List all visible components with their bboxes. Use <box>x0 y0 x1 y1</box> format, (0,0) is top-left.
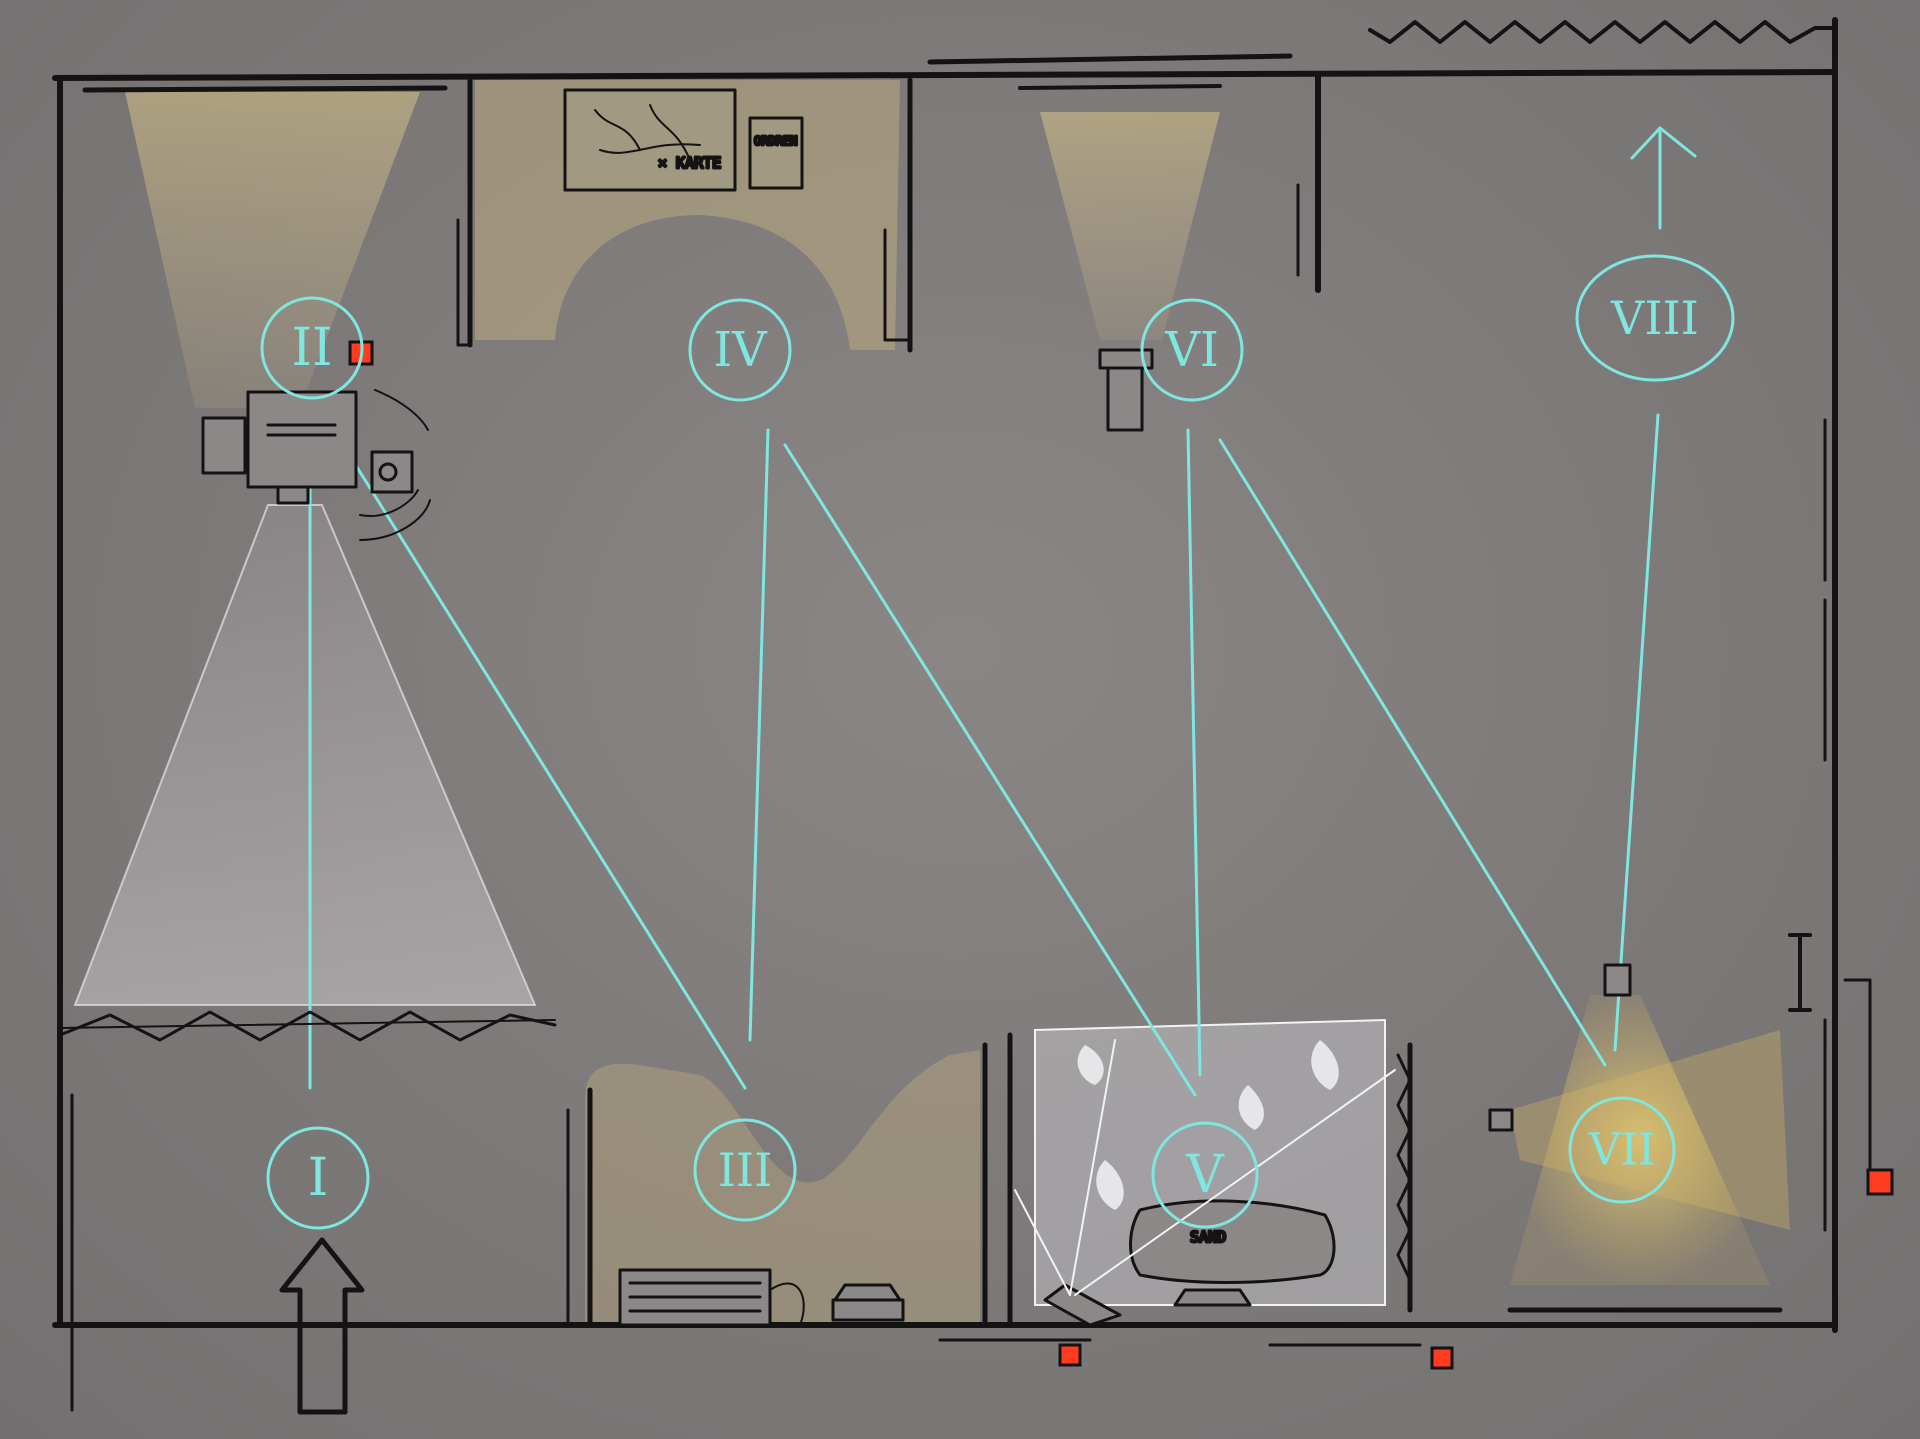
sand-smoke-3 <box>1096 1160 1124 1210</box>
station-circle <box>688 298 792 402</box>
connection-ii-iii <box>338 438 747 1090</box>
red-light-icon <box>1058 1343 1082 1367</box>
lamps-room-vii <box>1488 933 1812 1132</box>
telephone-base <box>831 1298 905 1322</box>
station-circle <box>1151 1121 1259 1229</box>
wall-ceiling-left <box>82 85 448 93</box>
sound-wave-1 <box>374 389 429 431</box>
station-ii: II <box>260 296 364 400</box>
speaker-cone <box>378 462 398 482</box>
telephone <box>1173 1288 1252 1307</box>
station-label: II <box>291 318 332 378</box>
zigzag-curtain <box>58 1010 557 1042</box>
connection-iii-iv <box>748 428 770 1042</box>
telephone <box>833 1283 902 1302</box>
warm-light-burst-room-vii <box>1510 995 1770 1285</box>
light-cones <box>73 80 1790 1325</box>
station-label: VII <box>1588 1125 1656 1176</box>
props: × KARTE ORDREN <box>201 88 1812 1415</box>
projector-room-ii <box>246 389 431 541</box>
station-iv: IV <box>688 298 792 402</box>
red-light-icon <box>1866 1168 1894 1196</box>
partition-iv-right-door <box>883 228 912 342</box>
partition-v-right-zigzag <box>1396 1053 1412 1282</box>
connection-v-vi <box>1186 428 1202 1077</box>
station-i: I <box>266 1126 370 1230</box>
walls <box>52 17 1872 1412</box>
side-lamp <box>1488 1108 1514 1132</box>
sand-label: SAND <box>1190 1228 1226 1246</box>
station-viii: VIII <box>1575 254 1735 382</box>
projector-lens <box>276 485 310 505</box>
warm-light-cone-room-vi <box>1040 112 1220 340</box>
cold-light-cone-room-i <box>73 504 537 1006</box>
speaker-box <box>370 450 414 494</box>
warm-light-fill-room-iii <box>585 1050 980 1325</box>
station-circle <box>693 1118 797 1222</box>
partition-iv-left-door <box>456 218 472 347</box>
wavy-ceiling <box>1368 20 1834 44</box>
station-connection-lines <box>308 125 1697 1097</box>
station-vi: VI <box>1140 298 1244 402</box>
sand-smoke-1 <box>1077 1045 1104 1085</box>
outer-wall-top <box>52 69 1838 81</box>
wall-exit-right <box>1843 978 1872 1182</box>
light-beam-b <box>1074 1069 1396 1296</box>
warm-light-cone-room-ii <box>125 92 420 408</box>
spotlight-body <box>201 416 247 475</box>
entrance-arrow <box>279 1237 365 1415</box>
station-label: V <box>1185 1145 1225 1205</box>
station-circle <box>260 296 364 400</box>
ceiling-lamp <box>1603 963 1632 997</box>
station-label: IV <box>713 322 768 378</box>
station-vii: VII <box>1568 1096 1676 1204</box>
light-rig <box>1043 1283 1122 1327</box>
sound-wave-3 <box>359 499 431 541</box>
station-label: VIII <box>1610 291 1699 345</box>
station-label: I <box>308 1148 329 1208</box>
exit-arrow-head <box>1630 125 1697 160</box>
red-indicators <box>348 340 1894 1370</box>
light-beam-a <box>1069 1039 1116 1296</box>
sand-bag <box>1129 1199 1336 1284</box>
projector-body <box>246 390 358 489</box>
sound-wave-2 <box>359 489 419 517</box>
station-label: VI <box>1164 322 1219 378</box>
station-circle <box>1140 298 1244 402</box>
station-label: III <box>718 1143 773 1197</box>
spotlight-head <box>1098 348 1154 370</box>
sand-smoke-4 <box>1238 1085 1264 1130</box>
connection-vii-viii <box>1613 413 1660 1052</box>
red-light-icon <box>1430 1346 1454 1370</box>
station-circle <box>1568 1096 1676 1204</box>
spotlight-room-vi <box>1098 348 1154 432</box>
wall-map: × KARTE ORDREN <box>563 88 804 192</box>
light-beam-c <box>1014 1189 1071 1296</box>
cable <box>769 1282 805 1326</box>
spotlight-body <box>1106 363 1144 432</box>
furniture-room-iii <box>618 1268 905 1327</box>
connection-vi-vii <box>1218 438 1607 1067</box>
station-circle <box>266 1126 370 1230</box>
map-label: × KARTE <box>658 154 721 172</box>
order-sign-label: ORDREN <box>754 134 797 148</box>
warm-light-rays-room-vii <box>1510 1030 1790 1230</box>
wall-ceiling-right <box>1018 84 1222 90</box>
order-sign <box>748 116 804 190</box>
door-handle <box>1788 933 1812 1012</box>
station-circle <box>1575 254 1735 382</box>
station-iii: III <box>693 1118 797 1222</box>
sand-smoke-2 <box>1311 1040 1339 1090</box>
curtain-rail <box>59 1019 556 1029</box>
map-lines <box>594 104 701 161</box>
station-v: V <box>1151 1121 1259 1229</box>
wall-ceiling-mid <box>927 53 1293 65</box>
connection-iv-v <box>783 443 1197 1097</box>
